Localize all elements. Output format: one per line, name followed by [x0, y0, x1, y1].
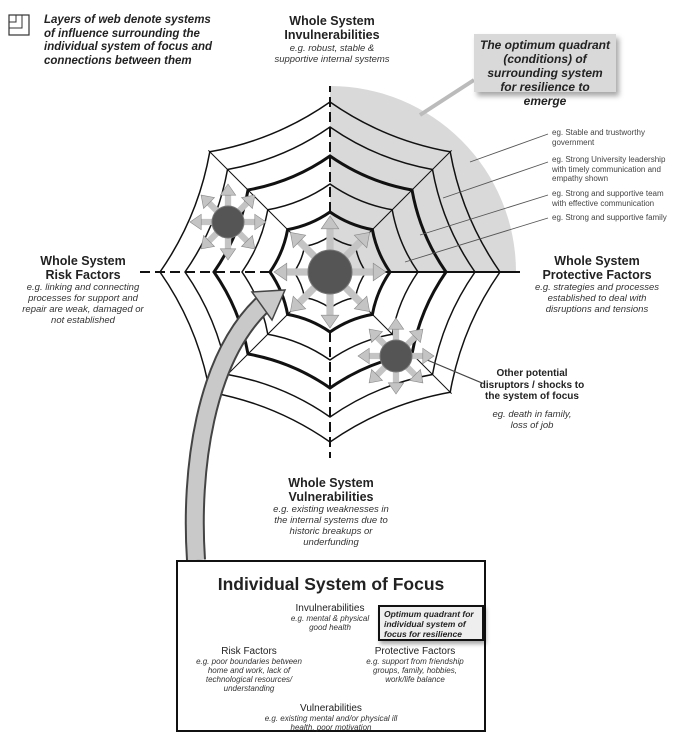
star-arrow-head [320, 215, 340, 230]
bottom-title-2: Vulnerabilities [288, 490, 374, 504]
star-core [307, 249, 353, 295]
focus-title: Individual System of Focus [217, 574, 445, 594]
example-family: eg. Strong and supportive family [552, 213, 667, 222]
right-title-1: Whole System [554, 254, 640, 268]
top-desc: e.g. robust, stable & supportive interna… [274, 43, 390, 65]
star-arrow-head [219, 248, 237, 261]
star-core [379, 339, 413, 373]
web-ring [241, 183, 419, 361]
individual-system-box [176, 560, 486, 732]
focus-invuln-title: Invulnerabilities [295, 603, 365, 614]
example-university: eg. Strong University leadership with ti… [552, 155, 666, 183]
star-arrow-head [372, 262, 387, 282]
star-arrow-head [408, 328, 424, 344]
star-arrow-head [368, 328, 384, 344]
star-arrow-head [422, 347, 435, 365]
example-team: eg. Strong and supportive team with effe… [552, 189, 664, 208]
system-of-focus-star [273, 215, 387, 329]
focus-vuln: Vulnerabilities e.g. existing mental and… [262, 703, 400, 732]
star-arrow-head [290, 232, 307, 249]
star-arrow-head [353, 295, 370, 312]
focus-protect: Protective Factors e.g. support from fri… [360, 646, 470, 684]
star-arrow-head [387, 317, 405, 330]
star-arrow-head [254, 213, 267, 231]
focus-vuln-title: Vulnerabilities [300, 703, 362, 714]
star-arrow-head [200, 234, 216, 250]
star-core [211, 205, 245, 239]
bottom-desc: e.g. existing weaknesses in the internal… [273, 504, 389, 548]
left-desc: e.g. linking and connecting processes fo… [22, 282, 144, 326]
left-label: Whole System Risk Factors e.g. linking a… [22, 254, 144, 326]
star-arrow-head [387, 382, 405, 395]
right-label: Whole System Protective Factors e.g. str… [528, 254, 666, 315]
right-title-2: Protective Factors [542, 268, 652, 282]
focus-protect-desc: e.g. support from friendship groups, fam… [366, 657, 464, 684]
star-arrow-head [189, 213, 202, 231]
example-government: eg. Stable and trustworthy government [552, 128, 645, 147]
left-title-1: Whole System [40, 254, 126, 268]
individual-optimum-callout: Optimum quadrant for individual system o… [378, 605, 484, 641]
bottom-label: Whole System Vulnerabilities e.g. existi… [268, 476, 394, 548]
right-desc: e.g. strategies and processes establishe… [534, 282, 660, 315]
disruptor-star-top-left [189, 183, 267, 261]
star-arrow-head [200, 194, 216, 210]
disruptors-title: Other potential disruptors / shocks to t… [479, 368, 585, 402]
focus-risk-title: Risk Factors [221, 646, 277, 657]
star-arrow-head [219, 183, 237, 196]
star-arrow-head [368, 368, 384, 384]
star-arrow-head [353, 232, 370, 249]
top-label: Whole System Invulnerabilities e.g. robu… [262, 14, 402, 65]
focus-invuln: Invulnerabilities e.g. mental & physical… [282, 603, 378, 632]
focus-invuln-desc: e.g. mental & physical good health [290, 614, 370, 632]
disruptors-desc: eg. death in family, loss of job [492, 408, 572, 431]
focus-vuln-desc: e.g. existing mental and/or physical ill… [264, 714, 398, 732]
star-arrow-head [408, 368, 424, 384]
left-title-2: Risk Factors [45, 268, 121, 282]
bottom-title-1: Whole System [288, 476, 374, 490]
top-title-1: Whole System [289, 14, 375, 28]
star-arrow-head [320, 314, 340, 329]
top-title-2: Invulnerabilities [284, 28, 380, 42]
focus-link-arrowhead [250, 289, 287, 322]
legend-text: Layers of web denote systems of influenc… [44, 14, 213, 67]
star-arrow-head [240, 194, 256, 210]
focus-risk: Risk Factors e.g. poor boundaries betwee… [196, 646, 302, 693]
star-arrow-head [290, 295, 307, 312]
focus-protect-title: Protective Factors [374, 646, 456, 657]
focus-risk-desc: e.g. poor boundaries between home and wo… [196, 657, 302, 693]
disruptor-star-bottom-right [357, 317, 435, 395]
callout-connector [418, 78, 476, 117]
star-arrow-head [240, 234, 256, 250]
star-arrow-head [357, 347, 370, 365]
disruptors-label: Other potential disruptors / shocks to t… [478, 368, 586, 431]
web-layers-icon [8, 14, 30, 36]
disruptor-pointer [419, 356, 483, 384]
star-arrow-head [273, 262, 288, 282]
optimum-quadrant-callout: The optimum quadrant (conditions) of sur… [474, 34, 616, 108]
example-pointers [404, 133, 549, 263]
